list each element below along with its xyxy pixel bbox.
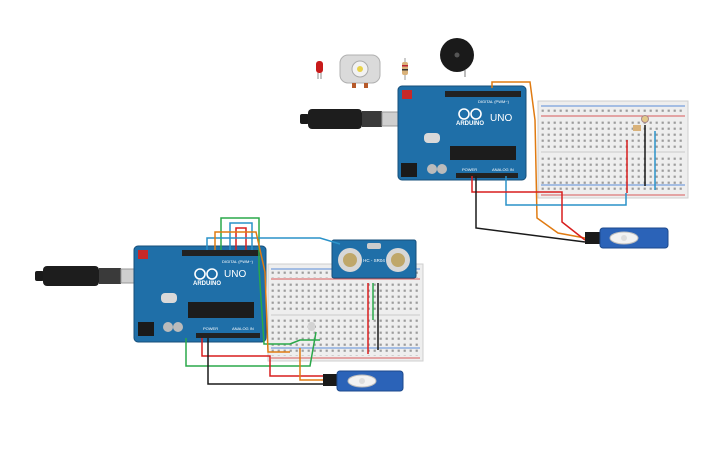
servo-motor-bottom[interactable] (323, 370, 404, 392)
arduino-board-top[interactable]: DIGITAL (PWM~) ARDUINO UNO POWER ANALOG … (397, 85, 527, 181)
dc-motor-icon[interactable] (339, 54, 381, 88)
servo-motor-top[interactable] (585, 227, 669, 249)
analog-label: ANALOG IN (232, 326, 254, 331)
usb-cable-top[interactable] (300, 109, 415, 129)
piezo-buzzer-icon[interactable] (440, 38, 474, 77)
wire-orange-top[interactable] (491, 81, 586, 239)
wire-red-bottom-1[interactable] (235, 227, 247, 250)
board-brand: ARDUINO (456, 121, 484, 127)
reset-button[interactable] (138, 250, 148, 259)
sensor-label: HC - SR04 (363, 258, 385, 263)
reset-button[interactable] (402, 90, 412, 99)
ultrasonic-sensor[interactable]: HC - SR04 (331, 239, 417, 279)
digital-header-label: DIGITAL (PWM~) (478, 99, 510, 104)
led-icon[interactable] (316, 61, 323, 79)
led-bottom[interactable] (308, 322, 315, 331)
wire-orange-bottom-2[interactable] (299, 348, 325, 381)
breadboard-top[interactable] (537, 100, 689, 199)
wire-green-bottom-2[interactable] (185, 331, 317, 367)
photoresistor-top[interactable] (633, 115, 649, 132)
breadboard-bottom[interactable] (267, 263, 424, 362)
wire-blue-top[interactable] (505, 176, 627, 206)
wire-red-top[interactable] (471, 176, 586, 241)
digital-header-label: DIGITAL (PWM~) (222, 259, 254, 264)
wire-black-bottom[interactable] (207, 338, 325, 385)
power-label: POWER (462, 167, 477, 172)
board-model: UNO (490, 113, 512, 124)
resistor-icon[interactable] (402, 58, 408, 80)
wire-blue-bottom-1[interactable] (229, 222, 253, 250)
wire-blue-bottom-2[interactable] (206, 237, 341, 250)
board-brand: ARDUINO (193, 281, 221, 287)
wire-orange-bottom[interactable] (214, 231, 290, 353)
board-model: UNO (224, 269, 246, 280)
wire-black-top[interactable] (475, 176, 586, 243)
power-label: POWER (203, 326, 218, 331)
analog-label: ANALOG IN (492, 167, 514, 172)
arduino-board-bottom[interactable]: DIGITAL (PWM~) ARDUINO UNO POWER ANALOG … (133, 245, 267, 343)
wire-red-bottom-2[interactable] (201, 338, 325, 377)
